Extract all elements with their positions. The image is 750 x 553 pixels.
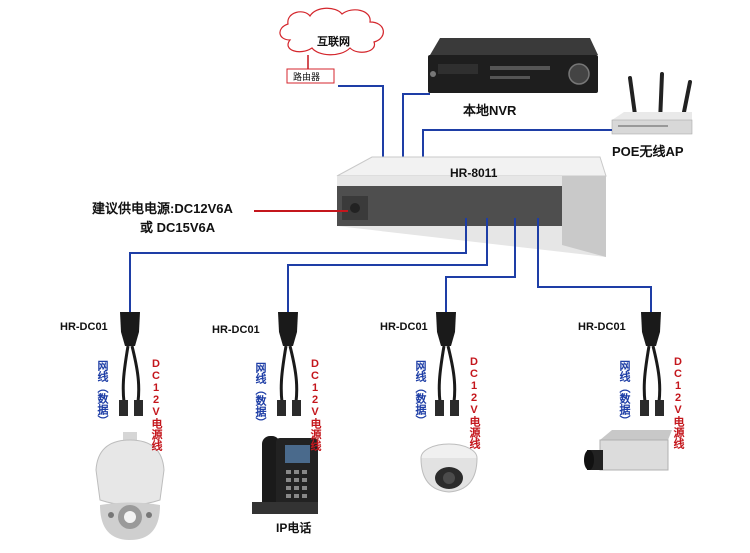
- network-cable-label: 网线（数据）: [414, 360, 426, 426]
- phone-label: IP电话: [276, 521, 312, 535]
- network-cable-label: 网线（数据）: [254, 362, 266, 428]
- router-box: [286, 68, 335, 84]
- ptz-camera-icon: [95, 432, 165, 540]
- internet-label: 互联网: [317, 36, 350, 48]
- router-label: 路由器: [293, 72, 321, 82]
- power-cable-label: DC12V电源线: [309, 358, 321, 451]
- power-cable-label: DC12V电源线: [672, 356, 684, 449]
- power-line1-value: DC12V6A: [174, 201, 233, 216]
- poe-splitter-icon: [435, 312, 459, 416]
- wireless-ap-icon: [611, 72, 693, 135]
- power-recommendation: 建议供电电源:DC12V6A: [92, 198, 233, 217]
- switch-icon: [336, 156, 607, 257]
- power-cable-label: DC12V电源线: [150, 358, 162, 451]
- nvr-label: 本地NVR: [463, 103, 517, 118]
- power-alternative: 或 DC15V6A: [140, 217, 215, 236]
- splitter-label: HR-DC01: [380, 321, 428, 333]
- poe-splitter-icon: [277, 312, 301, 416]
- splitter-label: HR-DC01: [578, 321, 626, 333]
- splitter-label: HR-DC01: [212, 324, 260, 336]
- poe-splitter-icon: [119, 312, 143, 416]
- power-line1-prefix: 建议供电电源:: [92, 201, 175, 216]
- box-camera-icon: [584, 430, 672, 471]
- network-cable-label: 网线（数据）: [96, 360, 108, 426]
- poe-splitter-icon: [640, 312, 664, 416]
- power-cable-label: DC12V电源线: [468, 356, 480, 449]
- nvr-icon: [428, 38, 598, 93]
- internet-cloud-icon: [279, 7, 384, 56]
- ip-phone-icon: [252, 436, 318, 514]
- splitter-label: HR-DC01: [60, 321, 108, 333]
- network-cable-label: 网线（数据）: [618, 360, 630, 426]
- power-line2-prefix: 或: [140, 220, 154, 235]
- dome-camera-icon: [420, 443, 478, 493]
- power-line2-value: DC15V6A: [156, 220, 216, 235]
- ap-label: POE无线AP: [612, 144, 684, 159]
- switch-model-label: HR-8011: [450, 166, 498, 180]
